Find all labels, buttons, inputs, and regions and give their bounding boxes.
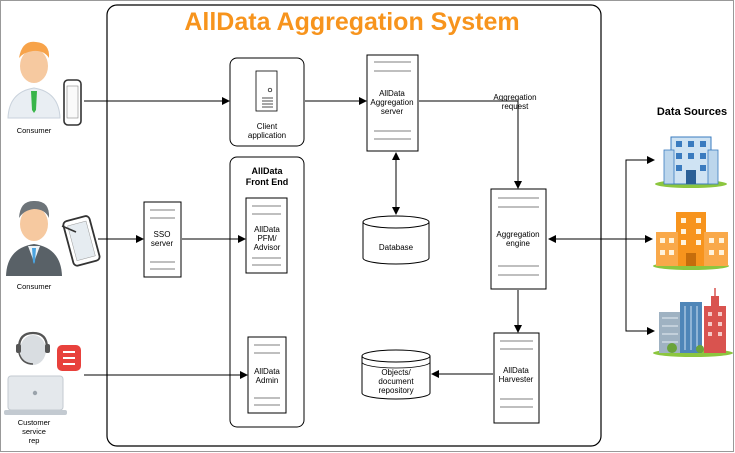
database-label: Database — [379, 243, 414, 252]
admin-box — [247, 336, 287, 414]
system-title: AllData Aggregation System — [184, 8, 519, 36]
server-icon — [255, 70, 278, 112]
aggregation-engine-box — [490, 188, 547, 290]
laptop-icon — [4, 375, 67, 415]
aggregation-server-line3: server — [381, 107, 404, 116]
consumer-tablet-figure — [6, 200, 62, 276]
headset-icon — [16, 344, 50, 365]
aggregation-engine-line1: Aggregation — [496, 230, 539, 239]
harvester-box — [493, 332, 540, 424]
harvester-line2: Harvester — [499, 375, 534, 384]
objects-line3: repository — [378, 386, 413, 395]
aggregation-server-line1: AllData — [379, 89, 405, 98]
connectors — [84, 97, 655, 379]
smartphone-icon — [63, 79, 82, 126]
harvester-line1: AllData — [503, 366, 529, 375]
edge-to-source-top — [625, 156, 655, 239]
rep-label-line3: rep — [29, 436, 40, 445]
aggregation-engine-line2: engine — [506, 239, 531, 248]
aggregation-request-line1: Aggregation — [493, 93, 536, 102]
sso-line2: server — [151, 239, 174, 248]
consumer-mobile-figure — [7, 41, 61, 119]
pfm-advisor-line2: PFM/ — [257, 234, 277, 243]
tablet-icon — [61, 215, 101, 267]
sso-server-box — [143, 201, 182, 278]
objects-line2: document — [378, 377, 414, 386]
client-application-line2: application — [248, 131, 286, 140]
aggregation-server-line2: Aggregation — [370, 98, 413, 107]
pfm-advisor-box — [245, 197, 288, 274]
pfm-advisor-line1: AllData — [254, 225, 280, 234]
rep-figure — [17, 331, 49, 365]
data-sources-heading: Data Sources — [657, 106, 727, 118]
pfm-advisor-line3: Advisor — [254, 243, 281, 252]
objects-line1: Objects/ — [381, 368, 411, 377]
building-icon — [655, 136, 727, 188]
database-icon — [362, 215, 430, 265]
consumer-tablet-label: Consumer — [17, 282, 52, 291]
sso-line1: SSO — [154, 230, 171, 239]
message-badge-icon — [57, 345, 81, 371]
rep-label-line1: Customer — [18, 418, 51, 427]
object-repository-icon — [361, 349, 431, 400]
system-boundary — [106, 4, 602, 447]
front-end-title-line1: AllData — [251, 166, 283, 176]
building-icon — [653, 288, 733, 357]
consumer-mobile-label: Consumer — [17, 126, 52, 135]
edge-aggregation-request — [419, 100, 522, 189]
building-icon — [653, 212, 729, 270]
admin-line2: Admin — [256, 376, 279, 385]
front-end-title-line2: Front End — [246, 177, 289, 187]
aggregation-request-line2: request — [502, 102, 529, 111]
rep-label-line2: service — [22, 427, 46, 436]
edge-to-source-bottom — [625, 239, 655, 335]
client-application-line1: Client — [257, 122, 278, 131]
admin-line1: AllData — [254, 367, 280, 376]
